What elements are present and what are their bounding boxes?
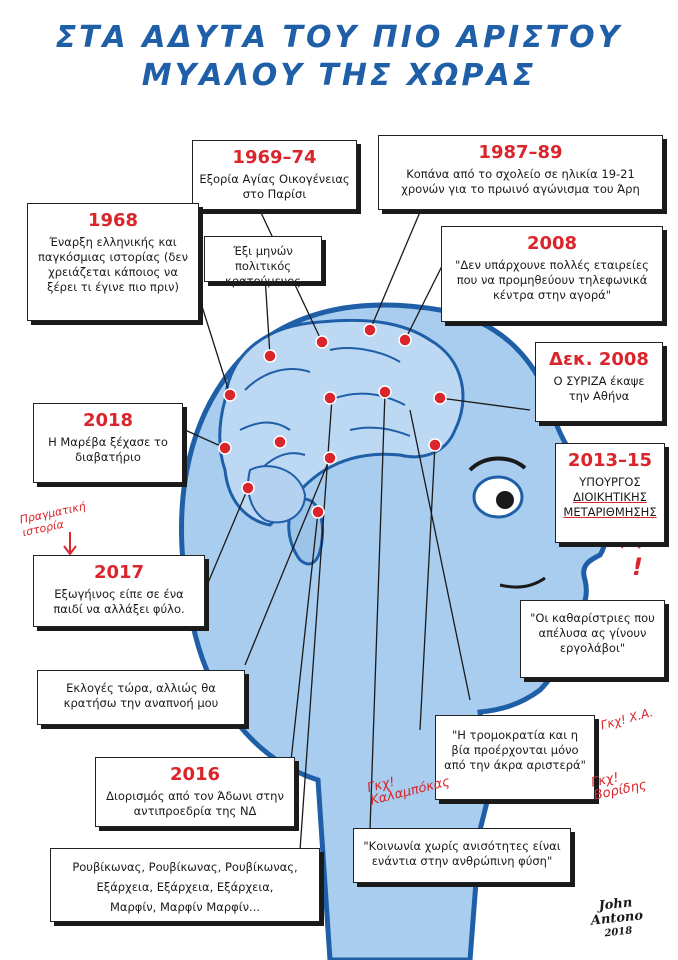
year-label: 2016 xyxy=(169,764,221,785)
box-text: Έξι μηνών πολιτικός κρατούμενος xyxy=(224,244,301,288)
box-text: Εξωγήινος είπε σε ένα παιδί να αλλάξει φ… xyxy=(53,587,185,616)
year-label: 2008 xyxy=(526,233,578,254)
note-exclaim: ! xyxy=(632,553,643,581)
page-subtitle: ΜΥΑΛΟΥ ΤΗΣ ΧΩΡΑΣ xyxy=(141,58,537,93)
box-text-line: ΔΙΟΙΚΗΤΙΚΗΣ xyxy=(573,490,647,504)
brain-dot xyxy=(311,505,325,519)
arrow-2017 xyxy=(63,532,77,556)
brain-dot xyxy=(218,441,232,455)
box-text-line: ΜΕΤΑΡΙΘΜΗΣΗΣ xyxy=(563,505,657,519)
box-2016: 2016 Διορισμός από τον Άδωνι στην αντιπρ… xyxy=(95,757,295,827)
brain-dot xyxy=(315,335,329,349)
year-label: 2017 xyxy=(93,562,145,583)
year-label: 1987–89 xyxy=(478,142,563,163)
box-2018: 2018 Η Μαρέβα ξέχασε το διαβατήριο xyxy=(33,403,183,483)
box-text: Κοπάνα από το σχολείο σε ηλικία 19-21 χρ… xyxy=(401,167,640,196)
brain-dot xyxy=(428,438,442,452)
box-text: "Οι καθαρίστριες που απέλυσα ας γίνουν ε… xyxy=(530,611,655,655)
box-2013-15: 2013–15 ΥΠΟΥΡΓΟΣ ΔΙΟΙΚΗΤΙΚΗΣ ΜΕΤΑΡΙΘΜΗΣΗ… xyxy=(555,443,665,543)
box-cleaners: "Οι καθαρίστριες που απέλυσα ας γίνουν ε… xyxy=(520,600,665,678)
box-text: Εκλογές τώρα, αλλιώς θα κρατήσω την αναπ… xyxy=(63,681,219,710)
year-label: 2013–15 xyxy=(567,450,653,471)
box-six-months: Έξι μηνών πολιτικός κρατούμενος xyxy=(204,236,322,288)
box-text: "Δεν υπάρχουνε πολλές εταιρείες που να π… xyxy=(455,258,649,302)
year-label: 1968 xyxy=(87,210,139,231)
box-rouvikonas: Ρουβίκωνας, Ρουβίκωνας, Ρουβίκωνας, Εξάρ… xyxy=(50,848,320,922)
box-1987-89: 1987–89 Κοπάνα από το σχολείο σε ηλικία … xyxy=(378,135,663,210)
box-dec-2008: Δεκ. 2008 Ο ΣΥΡΙΖΑ έκαψε την Αθήνα xyxy=(535,342,663,422)
box-text: Η Μαρέβα ξέχασε το διαβατήριο xyxy=(48,435,168,464)
box-society: "Κοινωνία χωρίς ανισότητες είναι ενάντια… xyxy=(353,828,571,883)
box-text-line: ΥΠΟΥΡΓΟΣ xyxy=(579,475,641,489)
year-label: 1969–74 xyxy=(232,147,317,168)
brain-dot xyxy=(223,388,237,402)
brain-dot xyxy=(323,451,337,465)
box-text: Έναρξη ελληνικής και παγκόσμιας ιστορίας… xyxy=(37,235,189,294)
box-elections: Εκλογές τώρα, αλλιώς θα κρατήσω την αναπ… xyxy=(37,670,245,725)
brain-dot xyxy=(241,481,255,495)
brain-dot xyxy=(433,391,447,405)
page-title: ΣΤΑ ΑΔΥΤΑ ΤΟΥ ΠΙΟ ΑΡΙΣΤΟΥ xyxy=(55,20,623,55)
brain-dot xyxy=(398,333,412,347)
brain-dot xyxy=(363,323,377,337)
brain-dot xyxy=(263,349,277,363)
brain-dot xyxy=(378,385,392,399)
box-text: "Κοινωνία χωρίς ανισότητες είναι ενάντια… xyxy=(363,839,561,868)
box-1968: 1968 Έναρξη ελληνικής και παγκόσμιας ιστ… xyxy=(27,203,199,321)
box-text-line: Εξάρχεια, Εξάρχεια, Εξάρχεια, xyxy=(96,880,274,894)
box-text: "Η τρομοκρατία και η βία προέρχονται μόν… xyxy=(444,728,586,772)
year-label: Δεκ. 2008 xyxy=(549,349,649,370)
box-text-line: Ρουβίκωνας, Ρουβίκωνας, Ρουβίκωνας, xyxy=(72,860,298,874)
box-text: Διορισμός από τον Άδωνι στην αντιπροεδρί… xyxy=(106,789,284,818)
cerebellum xyxy=(247,465,307,524)
box-text: Εξορία Αγίας Οικογένειας στο Παρίσι xyxy=(199,172,350,201)
box-2008: 2008 "Δεν υπάρχουνε πολλές εταιρείες που… xyxy=(441,226,663,322)
box-text-line: Μαρφίν, Μαρφίν Μαρφίν... xyxy=(109,900,261,914)
box-1969-74: 1969–74 Εξορία Αγίας Οικογένειας στο Παρ… xyxy=(192,140,357,210)
brain-dot xyxy=(273,435,287,449)
brain-dot xyxy=(323,391,337,405)
box-terrorism: "Η τρομοκρατία και η βία προέρχονται μόν… xyxy=(435,715,595,800)
year-label: 2018 xyxy=(82,410,134,431)
box-2017: 2017 Εξωγήινος είπε σε ένα παιδί να αλλά… xyxy=(33,555,205,627)
box-text: Ο ΣΥΡΙΖΑ έκαψε την Αθήνα xyxy=(553,374,645,403)
